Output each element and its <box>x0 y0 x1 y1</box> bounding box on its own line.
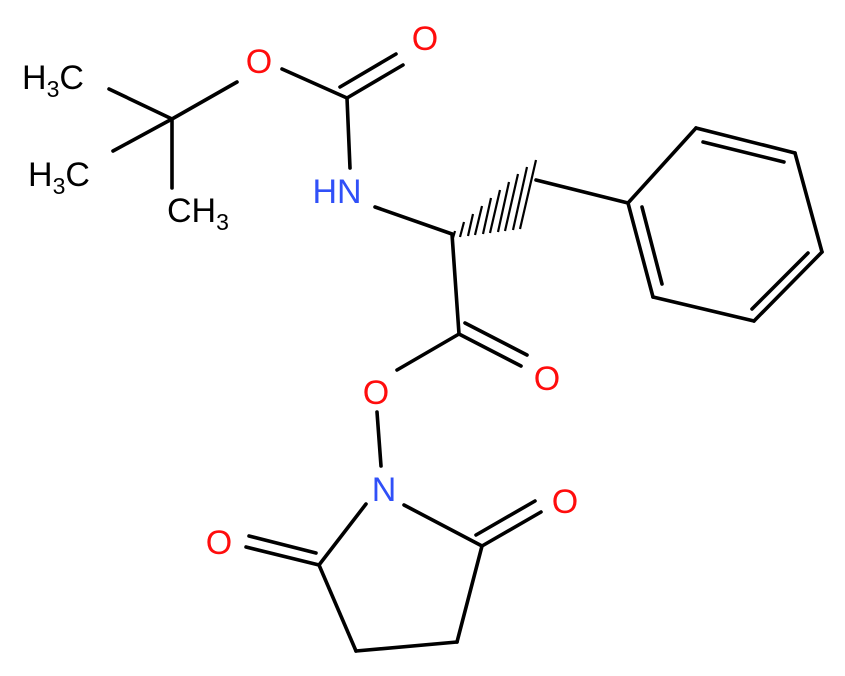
bond-cester-o-double-a <box>457 332 523 368</box>
atom-methyl-2: H3C <box>28 156 90 199</box>
bond-cleft-o-double-b <box>247 534 318 555</box>
bond-cq-me2 <box>111 117 174 153</box>
atom-o-ester-link: O <box>363 374 389 412</box>
atom-o-ester-carbonyl: O <box>534 360 560 398</box>
atom-methyl-3: CH3 <box>167 192 229 235</box>
atom-n-succinimide: N <box>372 471 397 509</box>
bond-cester-olink <box>395 332 461 372</box>
bond-n-cright <box>402 503 484 548</box>
atom-o-ether-boc: O <box>246 43 272 81</box>
bond-cbl-cbr <box>354 640 459 653</box>
bond-cq-oether <box>170 80 239 121</box>
bond-cleft-cbl <box>317 563 358 653</box>
atom-o-carbonyl-boc: O <box>412 20 438 58</box>
bond-ch2-cipso <box>534 178 630 205</box>
bond-ring-5 <box>651 295 756 323</box>
bond-oether-cboc <box>280 67 349 100</box>
bond-nh-calpha <box>373 205 454 236</box>
bond-ring-inner-3 <box>640 205 664 286</box>
atom-methyl-1: H3C <box>22 59 84 102</box>
bond-ring-3 <box>793 151 824 254</box>
bond-calpha-cester <box>450 232 461 336</box>
bond-cright-o-double-a <box>480 510 543 548</box>
bond-olink-n <box>375 410 383 468</box>
bond-calpha-ch2-hashed-wedge <box>451 159 538 239</box>
bond-cboc-o-double-b <box>338 52 398 89</box>
atom-o-succ-right: O <box>552 483 578 521</box>
atom-o-succ-left: O <box>206 524 232 562</box>
bond-ring-inner-2 <box>750 251 810 311</box>
bond-cester-o-double-b <box>463 321 529 357</box>
bond-cboc-o-double-a <box>345 63 405 100</box>
bond-ring-4 <box>752 250 824 323</box>
bond-cbr-cright <box>455 544 484 644</box>
atom-labels: O O H3C H3C CH3 HN O O N O O <box>22 20 578 562</box>
bond-cboc-nh <box>345 96 352 170</box>
bond-cleft-o-double-a <box>244 545 321 567</box>
bond-ring-1 <box>626 126 698 205</box>
bond-ring-inner-1 <box>701 140 786 164</box>
atom-nh: HN <box>312 173 361 211</box>
bond-cright-o-double-b <box>474 499 537 537</box>
bond-ring-6 <box>626 201 655 299</box>
bonds <box>107 52 824 653</box>
bond-n-cleft <box>317 502 368 567</box>
bond-cq-me1 <box>107 87 174 121</box>
bond-ring-2 <box>694 126 797 155</box>
